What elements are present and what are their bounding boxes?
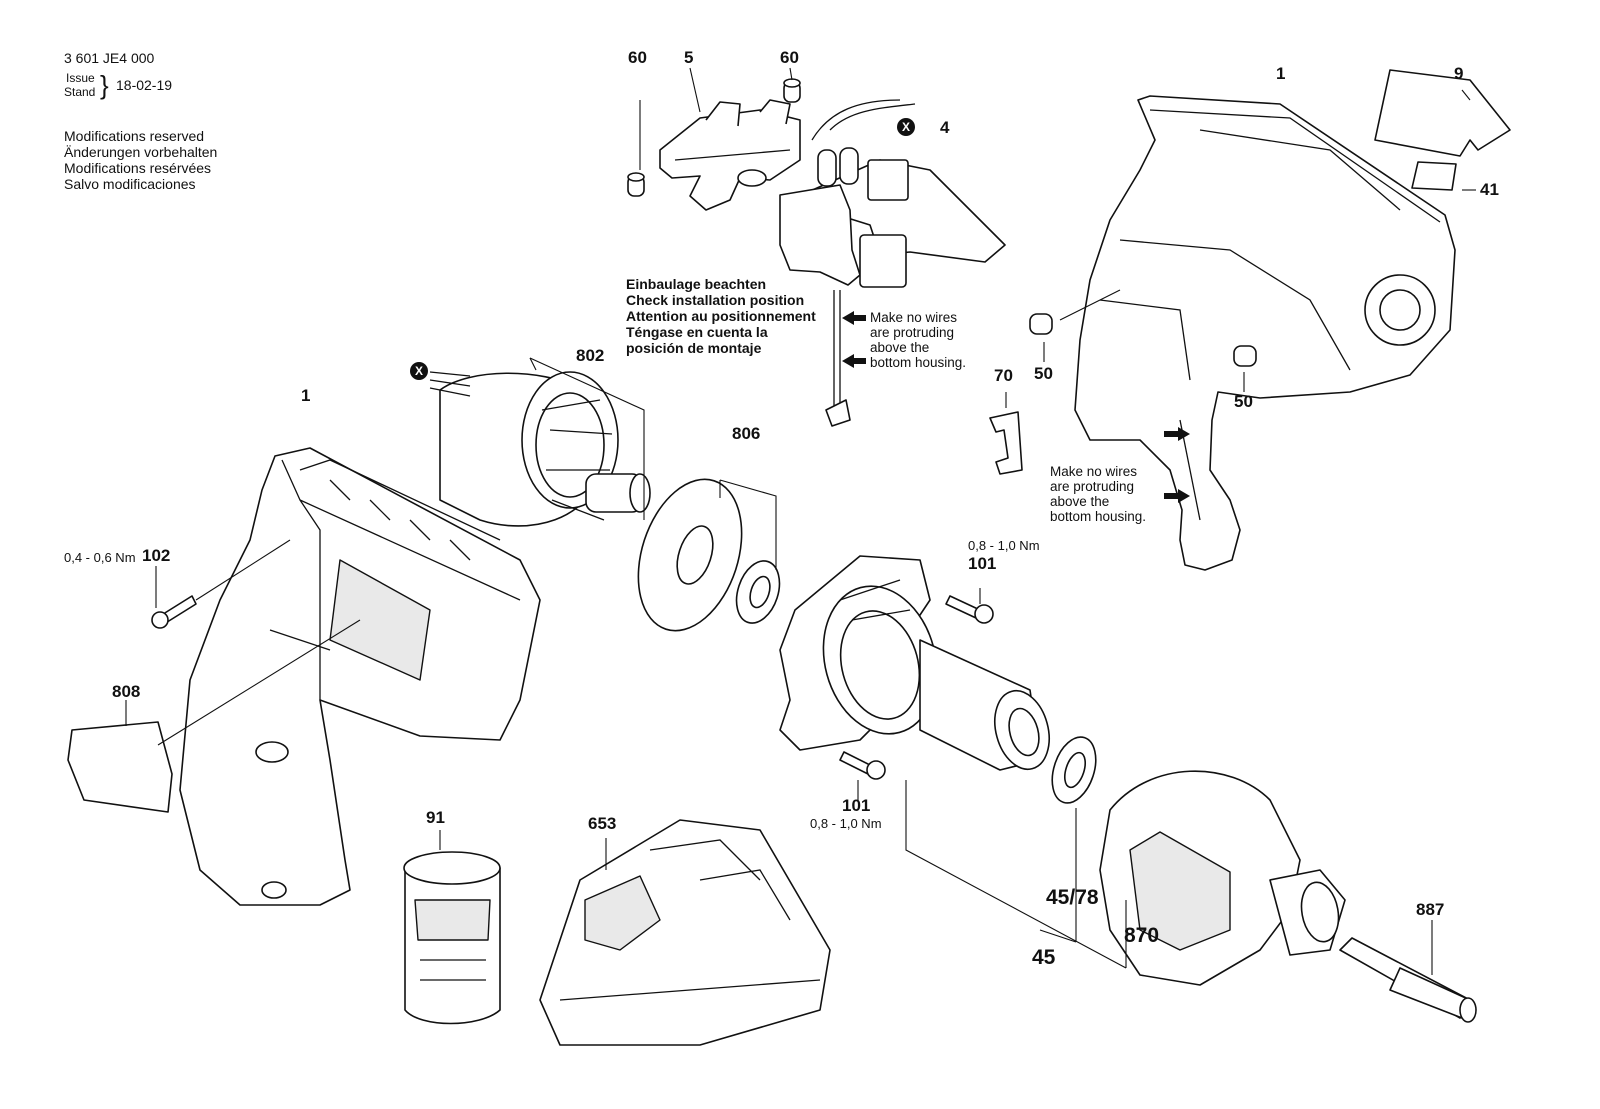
washer-45-78: [1051, 736, 1097, 804]
torque-101-upper: 0,8 - 1,0 Nm: [968, 538, 1040, 553]
clip-70: [989, 411, 1023, 475]
document-number: 3 601 JE4 000: [64, 50, 155, 66]
part-label-45: 45: [1032, 946, 1056, 969]
wires-note-center-3: above the: [870, 340, 930, 355]
part-label-806: 806: [732, 424, 761, 443]
part-label-91: 91: [426, 808, 445, 827]
pin-50-right: [1233, 345, 1257, 367]
screw-102: [151, 595, 197, 629]
chuck-870: [1099, 770, 1346, 986]
part-label-808: 808: [112, 682, 141, 701]
gear-housing-45: [779, 555, 1050, 771]
housing-half-1-left: [179, 447, 541, 906]
part-label-102: 102: [142, 546, 171, 565]
part-label-60-right: 60: [780, 48, 799, 67]
modifications-line-en: Modifications reserved: [64, 128, 205, 144]
part-label-41: 41: [1480, 180, 1499, 199]
part-label-50-left: 50: [1034, 364, 1053, 383]
motor-802: [429, 371, 651, 527]
part-label-45-78: 45/78: [1046, 886, 1099, 909]
part-label-1-top: 1: [1276, 64, 1286, 83]
screw-101-upper: [945, 595, 994, 624]
part-label-4: 4: [940, 118, 950, 137]
installation-note-es-1: Téngase en cuenta la: [626, 324, 768, 340]
washer-806-large: [637, 478, 743, 632]
pin-60-left: [627, 172, 645, 197]
wires-note-center-4: bottom housing.: [870, 355, 967, 370]
issue-label: Issue: [66, 71, 95, 85]
bracket-5: [659, 99, 801, 211]
part-label-101-lower: 101: [842, 796, 871, 815]
torque-102: 0,4 - 0,6 Nm: [64, 550, 136, 565]
modifications-line-es: Salvo modificaciones: [64, 176, 196, 192]
part-label-5: 5: [684, 48, 694, 67]
wires-note-center-2: are protruding: [870, 325, 955, 340]
part-label-101-upper: 101: [968, 554, 997, 573]
modifications-line-fr: Modifications resérvées: [64, 160, 212, 176]
housing-half-1-right: [1074, 95, 1456, 571]
part-label-9: 9: [1454, 64, 1464, 83]
modifications-line-de: Änderungen vorbehalten: [64, 144, 218, 160]
installation-note-en: Check installation position: [626, 292, 805, 308]
pin-60-right: [783, 78, 801, 103]
issue-date: 18-02-19: [116, 77, 173, 93]
installation-note-fr: Attention au positionnement: [626, 308, 816, 324]
stand-label: Stand: [64, 85, 96, 99]
part-label-70: 70: [994, 366, 1013, 385]
part-label-50-right: 50: [1234, 392, 1253, 411]
part-label-887: 887: [1416, 900, 1445, 919]
wires-note-right-1: Make no wires: [1050, 464, 1138, 479]
installation-note-de: Einbaulage beachten: [626, 276, 767, 292]
part-label-653: 653: [588, 814, 617, 833]
installation-note-es-2: posición de montaje: [626, 340, 762, 356]
brace: }: [100, 70, 109, 100]
part-label-870: 870: [1124, 924, 1160, 947]
washer-806-small: [735, 560, 781, 624]
x-symbol-icon-motor: X: [410, 362, 428, 380]
x-symbol-icon-module: X: [897, 118, 915, 136]
label-plate-9: [1374, 69, 1511, 157]
battery-91: [403, 851, 501, 1025]
bit-holder-887: [1339, 937, 1477, 1023]
screw-101-lower: [839, 751, 886, 780]
label-plate-808: [67, 721, 173, 813]
torque-101-lower: 0,8 - 1,0 Nm: [810, 816, 882, 831]
wires-note-center-1: Make no wires: [870, 310, 958, 325]
pin-50-left: [1029, 313, 1053, 335]
part-label-1-left: 1: [301, 386, 311, 405]
part-label-802: 802: [576, 346, 605, 365]
label-plate-41: [1411, 161, 1457, 191]
wires-note-right-3: above the: [1050, 494, 1110, 509]
electronics-module-4: [779, 99, 1006, 427]
part-label-60-left: 60: [628, 48, 647, 67]
charger-653: [539, 819, 831, 1046]
wires-note-right-2: are protruding: [1050, 479, 1135, 494]
wires-note-right-4: bottom housing.: [1050, 509, 1147, 524]
